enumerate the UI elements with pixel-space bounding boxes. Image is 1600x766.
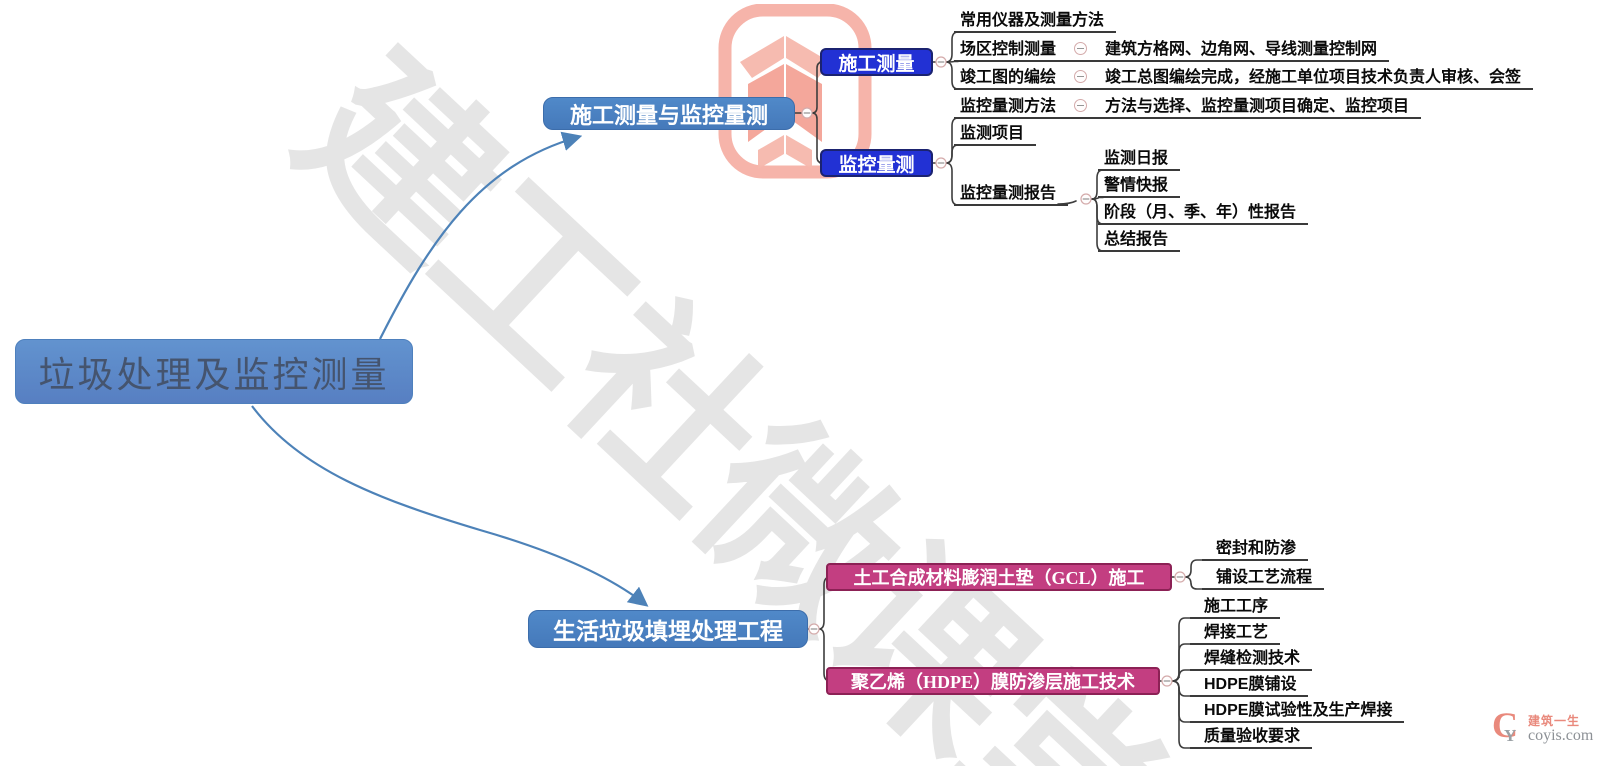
- topic-gcl-construction[interactable]: 土工合成材料膨润土垫（GCL）施工: [826, 563, 1172, 591]
- branch-arrow-top: [379, 131, 583, 340]
- leaf-topic-laying-process[interactable]: 铺设工艺流程: [1202, 569, 1325, 590]
- site-brand: 建筑一生: [1528, 714, 1581, 728]
- leaf-topic-instruments[interactable]: 常用仪器及测量方法: [954, 12, 1117, 33]
- collapse-toggle-icon: [1174, 571, 1186, 583]
- leaf-value: 方法与选择、监控量测项目确定、监控项目: [1105, 98, 1410, 115]
- topic-domestic-waste-landfill[interactable]: 生活垃圾填埋处理工程: [528, 610, 808, 648]
- collapse-toggle-icon[interactable]: [1074, 42, 1088, 56]
- leaf-topic-monitoring-items[interactable]: 监测项目: [954, 125, 1037, 146]
- collapse-toggle-icon: [935, 157, 947, 169]
- leaf-value: 竣工总图编绘完成，经施工单位项目技术负责人审核、会签: [1105, 69, 1522, 86]
- collapse-toggle-icons[interactable]: [801, 56, 1186, 687]
- branch-arrow-bottom: [251, 405, 649, 607]
- leaf-topic-sealing[interactable]: 密封和防渗: [1202, 540, 1309, 561]
- collapse-toggle-icon[interactable]: [1074, 70, 1088, 84]
- leaf-topic-hdpe-trial-welding[interactable]: HDPE膜试验性及生产焊接: [1190, 702, 1405, 723]
- collapse-toggle-icon: [801, 107, 813, 119]
- leaf-topic-summary-report[interactable]: 总结报告: [1098, 231, 1181, 252]
- leaf-topic-stage-report[interactable]: 阶段（月、季、年）性报告: [1098, 204, 1309, 225]
- site-logo: C Y 建筑一生 coyis.com: [1492, 705, 1600, 758]
- collapse-toggle-icon: [1080, 193, 1092, 205]
- leaf-topic-monitoring-methods[interactable]: 监控量测方法 方法与选择、监控量测项目确定、监控项目: [954, 98, 1422, 119]
- leaf-topic-construction-sequence[interactable]: 施工工序: [1190, 598, 1281, 619]
- leaf-topic-alert-report[interactable]: 警情快报: [1098, 177, 1181, 198]
- collapse-toggle-icon: [935, 56, 947, 68]
- leaf-topic-daily-report[interactable]: 监测日报: [1098, 150, 1181, 171]
- collapse-toggle-icon: [1161, 675, 1173, 687]
- topic-construction-survey[interactable]: 施工测量: [820, 48, 933, 76]
- collapse-toggle-icon: [808, 623, 820, 635]
- leaf-topic-asbuilt-drawings[interactable]: 竣工图的编绘 竣工总图编绘完成，经施工单位项目技术负责人审核、会签: [954, 69, 1534, 90]
- topic-construction-survey-and-monitoring[interactable]: 施工测量与监控量测: [543, 97, 795, 130]
- leaf-topic-quality-acceptance[interactable]: 质量验收要求: [1190, 728, 1313, 749]
- topic-monitoring-measurement[interactable]: 监控量测: [820, 149, 933, 177]
- leaf-label: 监控量测方法: [960, 98, 1057, 115]
- leaf-value: 建筑方格网、边角网、导线测量控制网: [1105, 41, 1378, 58]
- site-url: coyis.com: [1528, 727, 1594, 744]
- collapse-toggle-icon[interactable]: [1074, 99, 1088, 113]
- leaf-topic-site-control[interactable]: 场区控制测量 建筑方格网、边角网、导线测量控制网: [954, 41, 1390, 62]
- leaf-topic-monitoring-reports[interactable]: 监控量测报告: [954, 185, 1069, 206]
- leaf-label: 竣工图的编绘: [960, 69, 1057, 86]
- root-topic[interactable]: 垃圾处理及监控测量: [15, 339, 413, 404]
- leaf-label: 场区控制测量: [960, 41, 1057, 58]
- leaf-topic-welding-process[interactable]: 焊接工艺: [1190, 624, 1281, 645]
- site-logo-c: C: [1492, 705, 1518, 745]
- leaf-topic-hdpe-laying[interactable]: HDPE膜铺设: [1190, 676, 1309, 697]
- topic-hdpe-membrane[interactable]: 聚乙烯（HDPE）膜防渗层施工技术: [826, 667, 1160, 695]
- site-logo-y: Y: [1504, 726, 1517, 745]
- leaf-topic-seam-inspection[interactable]: 焊缝检测技术: [1190, 650, 1313, 671]
